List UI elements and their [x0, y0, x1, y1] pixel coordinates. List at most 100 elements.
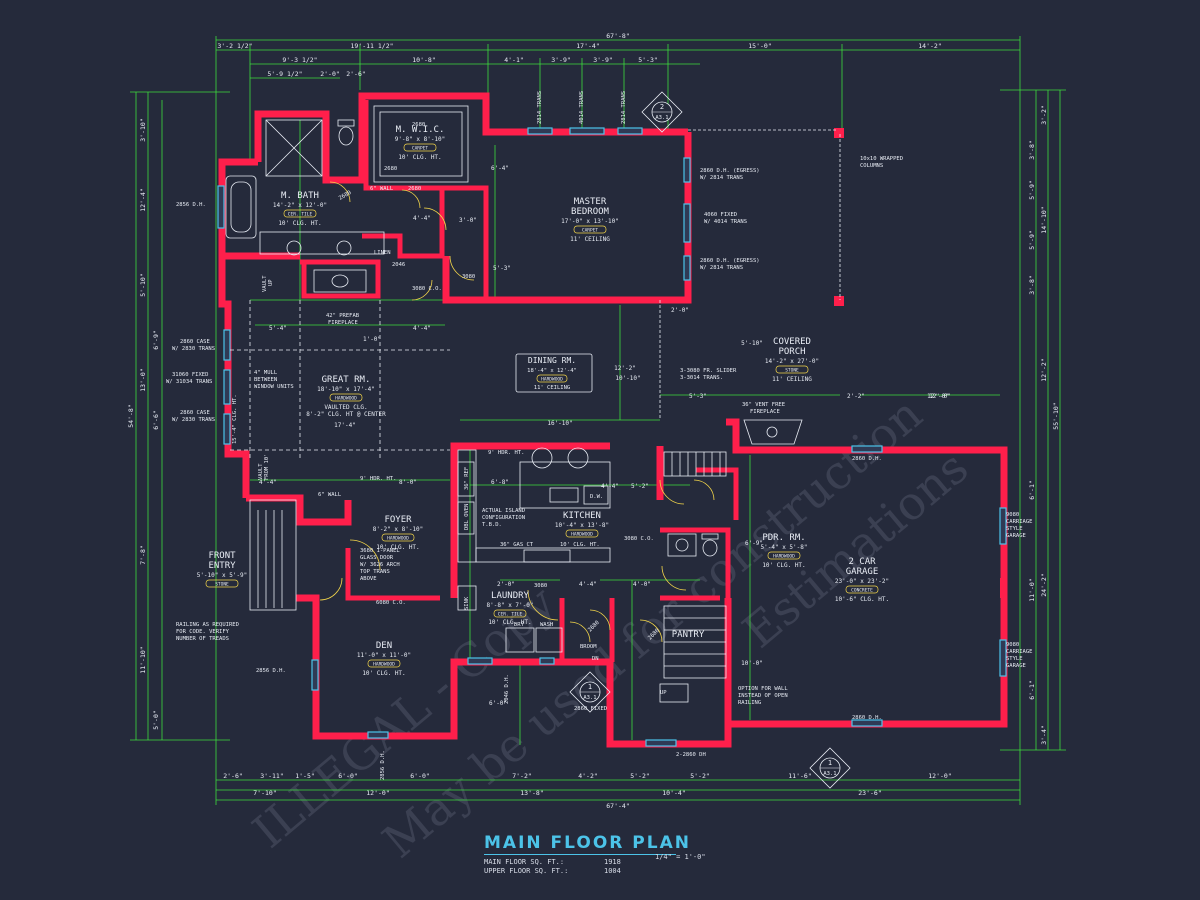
dim-left1-3: 5'-10" — [139, 273, 147, 296]
window-master-east-1 — [683, 157, 691, 183]
sqft-upper-row: UPPER FLOOR SQ. FT.: 1004 — [484, 867, 724, 876]
dim-right1-1: 3'-2" — [1040, 105, 1048, 125]
dim-bottom1-9: 5'-2" — [690, 772, 710, 780]
svg-text:DN: DN — [592, 656, 599, 662]
room-laundry-ceiling: 10' CLG. HT. — [488, 619, 531, 626]
dim-inner-24: 5'-3" — [493, 265, 511, 272]
room-den-floor: HARDWOOD — [373, 662, 395, 668]
svg-text:42" PREFAB: 42" PREFAB — [326, 313, 360, 319]
window-den-s — [367, 731, 389, 739]
svg-text:3080: 3080 — [462, 274, 475, 280]
dim-inner-3: 8'-0" — [399, 479, 417, 486]
section-markers: 2 A3.1 1 A3.1 1 A3.1 — [569, 91, 851, 789]
sqft-main-label: MAIN FLOOR SQ. FT.: — [484, 858, 565, 866]
rear-step — [659, 683, 689, 703]
dim-left1-8: 11'-10" — [139, 646, 147, 673]
svg-text:W/ 2814 TRANS: W/ 2814 TRANS — [700, 175, 743, 181]
svg-text:4" MULL: 4" MULL — [254, 370, 278, 376]
section-marker-1b: 1 A3.1 — [809, 747, 851, 789]
bathtub — [225, 175, 257, 239]
svg-text:STYLE: STYLE — [1006, 526, 1023, 532]
dim-bottom-overall: 67'-4" — [606, 802, 629, 810]
svg-text:36" REF: 36" REF — [464, 467, 470, 490]
room-laundry-floor: CER. TILE — [498, 612, 523, 618]
dim-inner-19: 3'-0" — [459, 217, 477, 224]
pdr-sink — [667, 533, 697, 557]
dryer — [505, 627, 535, 653]
dim-left1-5: 13'-0" — [139, 368, 147, 391]
room-dining-name: DINING RM. — [528, 356, 576, 365]
dim-inner-7: 12'-0" — [927, 393, 949, 400]
dim-top-overall: 67'-8" — [606, 32, 629, 40]
room-garage-name-1: 2 CAR — [848, 557, 876, 567]
room-pantry-name: PANTRY — [672, 630, 705, 640]
svg-text:DRY: DRY — [514, 622, 525, 628]
svg-text:2860 D.H. (EGRESS): 2860 D.H. (EGRESS) — [700, 168, 760, 174]
room-laundry: LAUNDRY 8'-8" x 7'-0" CER. TILE 10' CLG.… — [487, 591, 534, 626]
room-garage-ceiling: 10'-6" CLG. HT. — [835, 596, 889, 603]
room-laundry-name: LAUNDRY — [491, 591, 530, 601]
dim-inner-5: 1'-0" — [363, 336, 381, 343]
front-stoop — [249, 499, 297, 611]
dim-inner-6: 16'-10" — [547, 420, 572, 427]
dim-right-overall: 55'-10" — [1052, 402, 1060, 429]
window-master-1 — [527, 127, 553, 135]
room-porch-name-2: PORCH — [778, 347, 805, 357]
room-great-clg-1: VAULTED CLG. — [324, 404, 367, 411]
wic-shelves — [373, 105, 469, 183]
dim-top1-1: 3'-2 1/2" — [217, 42, 252, 50]
dim-bottom2-2: 12'-0" — [366, 789, 389, 797]
room-dining-floor: HARDWOOD — [541, 377, 563, 383]
column-ne — [834, 128, 844, 138]
title-underline — [484, 854, 676, 855]
svg-text:BETWEEN: BETWEEN — [254, 377, 277, 383]
basement-stair — [663, 451, 727, 477]
window-den — [311, 659, 319, 691]
svg-text:9' HDR. HT.: 9' HDR. HT. — [488, 450, 524, 456]
room-mwic-floor: CARPET — [412, 146, 429, 152]
window-great-3 — [223, 413, 231, 445]
room-porch-size: 14'-2" x 27'-0" — [765, 358, 819, 365]
svg-text:1: 1 — [828, 759, 832, 767]
svg-text:A3.1: A3.1 — [823, 771, 836, 777]
svg-text:2860 D.H. (EGRESS): 2860 D.H. (EGRESS) — [700, 258, 760, 264]
room-great-size: 18'-10" x 17'-4" — [317, 386, 375, 393]
svg-text:WINDOW UNITS: WINDOW UNITS — [254, 384, 294, 390]
dim-bottom2-1: 7'-10" — [253, 789, 276, 797]
shower — [265, 119, 323, 177]
room-pdr-floor: HARDWOOD — [773, 554, 795, 560]
dim-inner-15: 6'-0" — [489, 700, 507, 707]
dim-right2-3: 5'-9" — [1028, 230, 1036, 250]
room-foyer-size: 8'-2" x 8'-10" — [373, 526, 424, 533]
dim-top3-2: 2'-0" — [320, 70, 340, 78]
dining-table — [515, 353, 593, 393]
room-entry-name-2: ENTRY — [208, 561, 236, 571]
room-pdr-name: PDR. RM. — [762, 533, 805, 543]
double-oven — [457, 501, 475, 535]
svg-text:15'-4" CLG. HT.: 15'-4" CLG. HT. — [232, 394, 238, 444]
dim-bottom2-3: 13'-8" — [520, 789, 543, 797]
svg-text:D.W.: D.W. — [590, 494, 603, 500]
dim-bottom1-4: 6'-0" — [338, 772, 358, 780]
dim-top2-1: 9'-3 1/2" — [282, 56, 317, 64]
window-master-2 — [569, 127, 605, 135]
svg-text:2860 D.H.: 2860 D.H. — [852, 715, 882, 721]
svg-text:UP: UP — [660, 690, 667, 696]
room-entry-name-1: FRONT — [208, 551, 236, 561]
svg-text:2680: 2680 — [587, 620, 601, 634]
dimension-lines — [130, 36, 1066, 805]
svg-text:36" GAS CT: 36" GAS CT — [500, 542, 534, 548]
svg-text:OPTION FOR WALL: OPTION FOR WALL — [738, 686, 788, 692]
svg-text:RAILING: RAILING — [738, 700, 761, 706]
svg-text:2860 CASE: 2860 CASE — [180, 410, 210, 416]
windows — [217, 127, 1007, 747]
dim-right2-6: 11'-0" — [1028, 578, 1036, 601]
svg-text:3-3014 TRANS.: 3-3014 TRANS. — [680, 375, 723, 381]
svg-text:INSTEAD OF OPEN: INSTEAD OF OPEN — [738, 693, 788, 699]
room-garage-floor: CONCRETE — [851, 588, 873, 594]
svg-text:9080: 9080 — [1006, 642, 1019, 648]
svg-text:CONFIGURATION: CONFIGURATION — [482, 515, 525, 521]
island-sink — [549, 487, 579, 503]
room-dining: DINING RM. 18'-4" x 12'-4" HARDWOOD 11' … — [527, 356, 577, 391]
room-mwic-ceiling: 10' CLG. HT. — [398, 154, 441, 161]
